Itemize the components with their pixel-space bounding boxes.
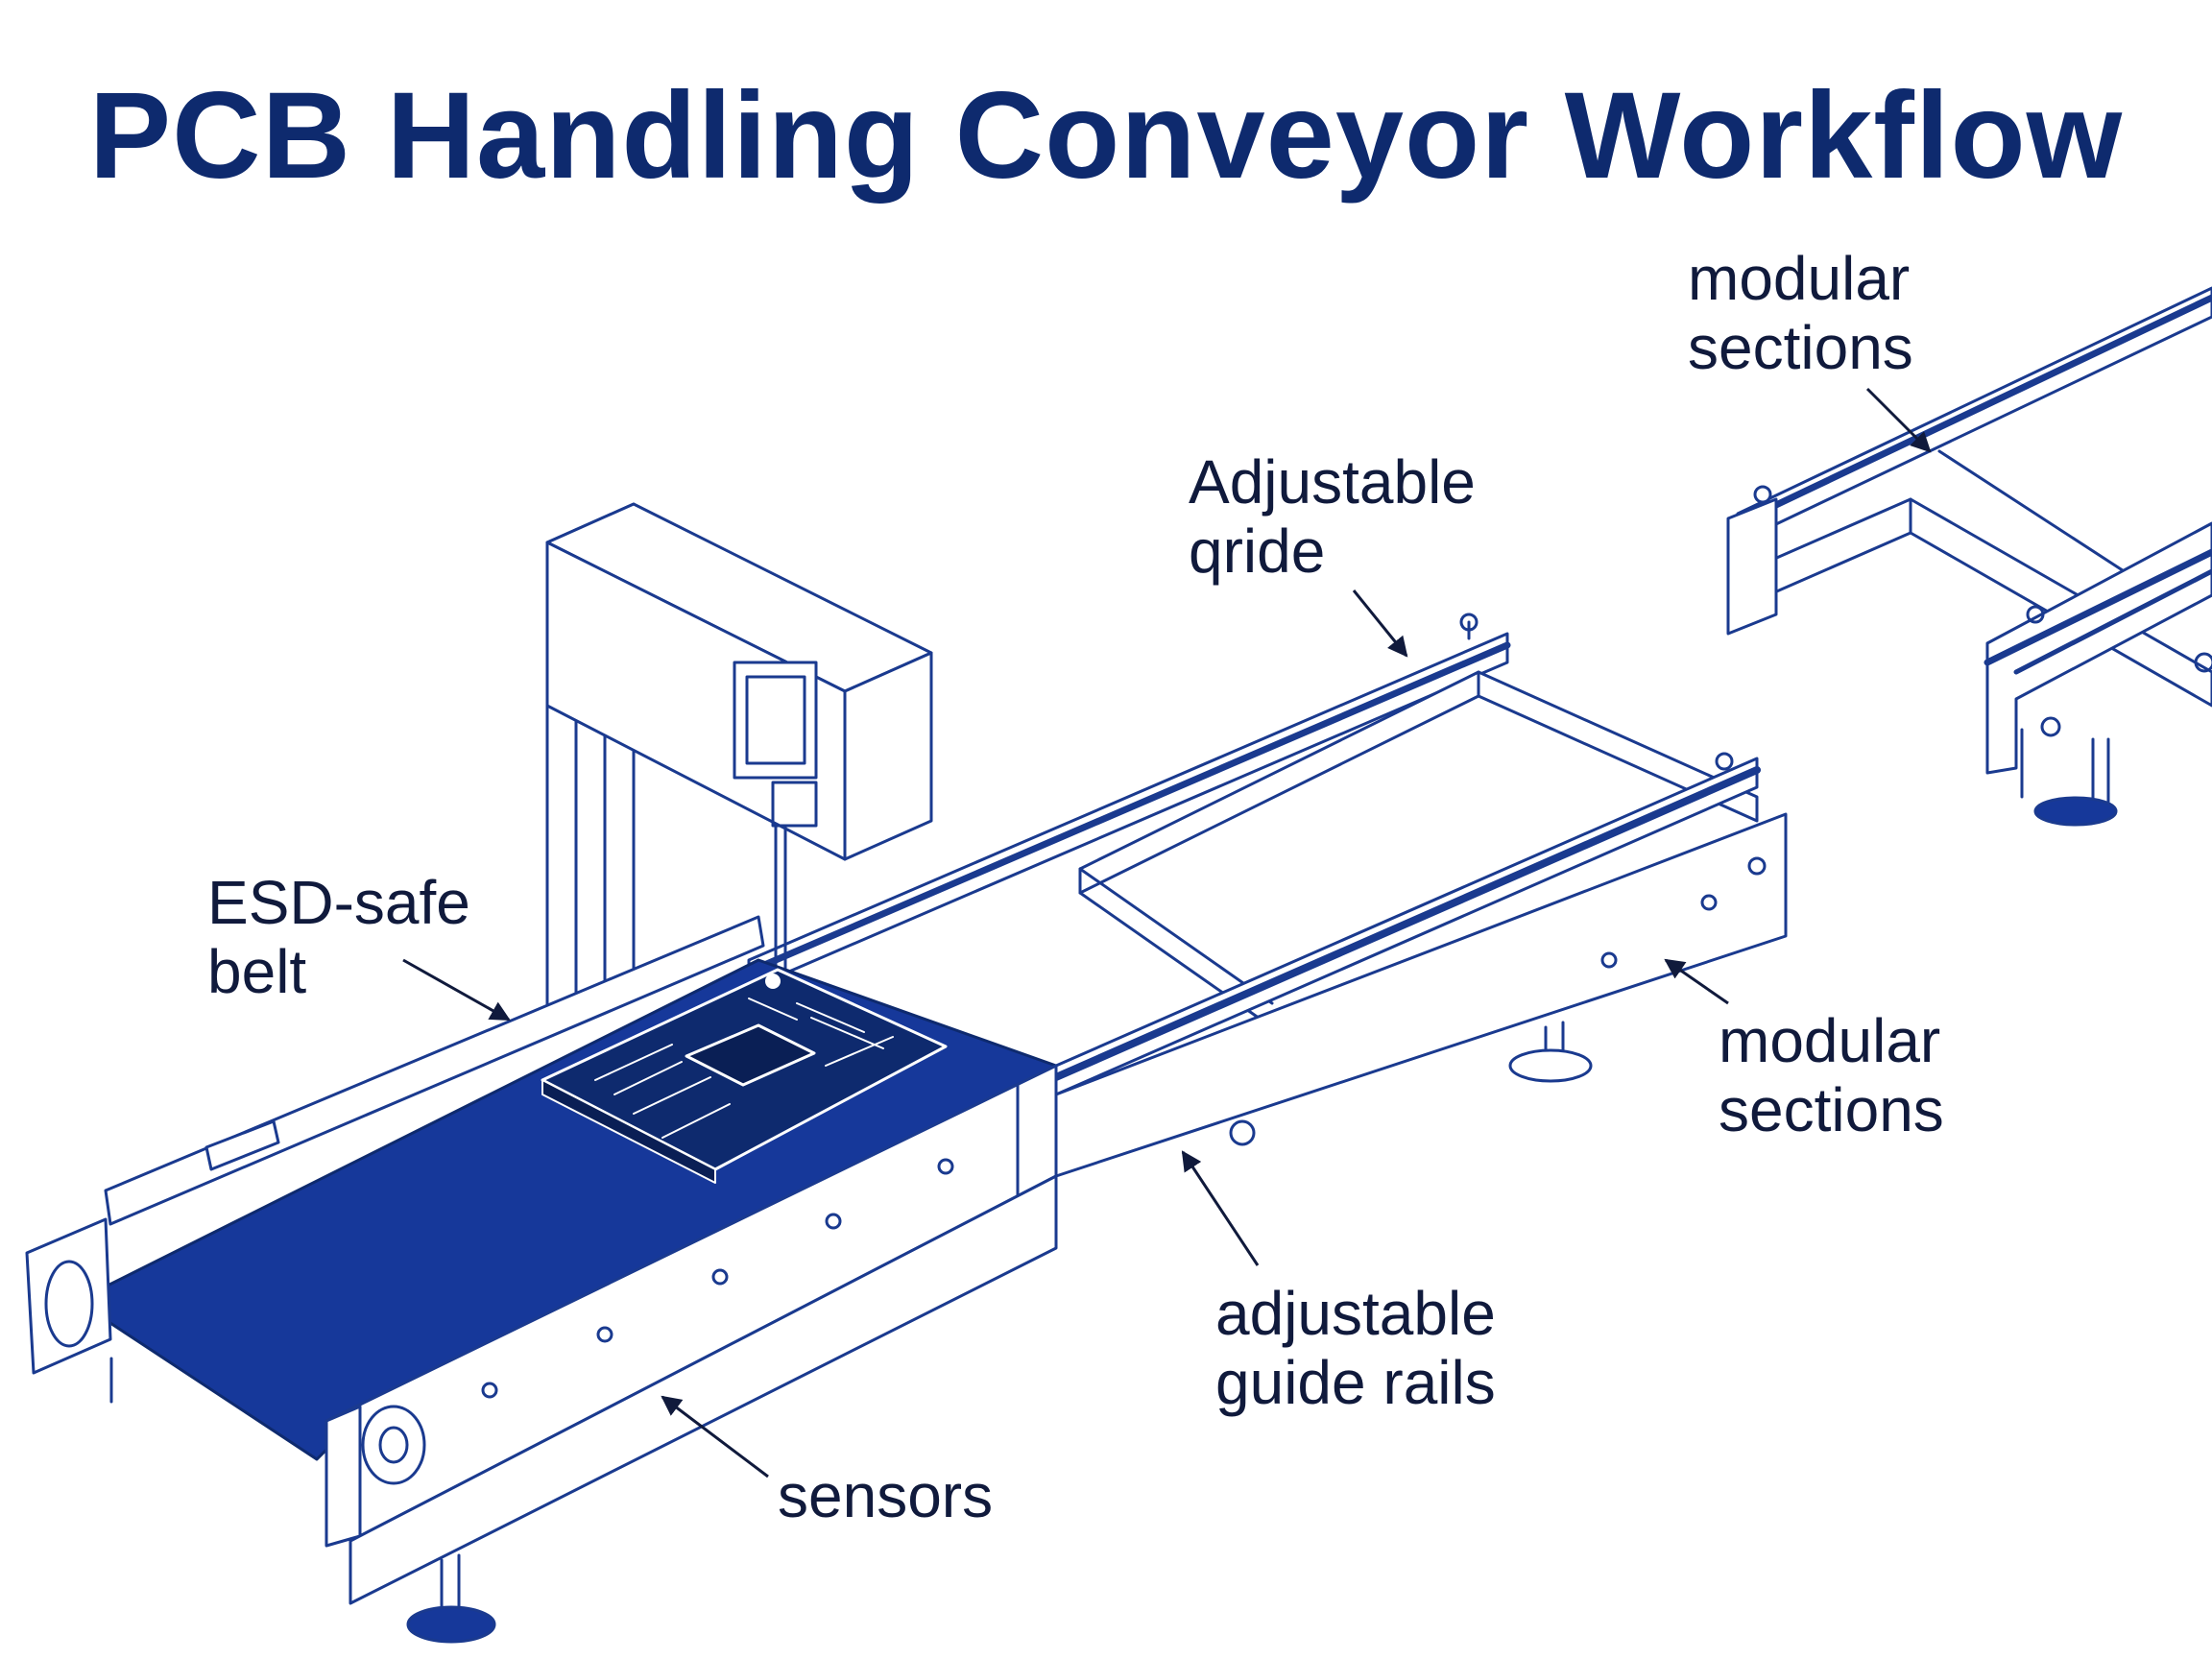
callout-adjustable-guide-rails: adjustable guide rails bbox=[1215, 1279, 1496, 1417]
callout-line: sections bbox=[1719, 1075, 1944, 1144]
callout-line: ESD-safe bbox=[207, 868, 470, 937]
callout-line: modular bbox=[1719, 1006, 1941, 1075]
callout-sensors: sensors bbox=[778, 1461, 993, 1530]
callout-line: Adjustable bbox=[1189, 447, 1476, 517]
page-title: PCB Handling Conveyor Workflow bbox=[88, 67, 2124, 204]
callout-line: modular bbox=[1688, 244, 1911, 313]
conveyor-main bbox=[25, 502, 1788, 1644]
callout-line: qride bbox=[1189, 517, 1326, 586]
callout-line: sections bbox=[1688, 313, 1913, 382]
modular-section-secondary bbox=[1726, 286, 2212, 827]
callout-modular-sections-right: modular sections bbox=[1719, 1006, 1944, 1144]
pcb-board bbox=[541, 968, 948, 1184]
callout-line: guide rails bbox=[1215, 1348, 1496, 1417]
callout-line: adjustable bbox=[1215, 1279, 1496, 1348]
callout-line: sensors bbox=[778, 1461, 994, 1530]
callout-adjustable-guide: Adjustable qride bbox=[1189, 447, 1476, 586]
callout-esd-safe-belt: ESD-safe belt bbox=[207, 868, 470, 1006]
callout-modular-sections-top: modular sections bbox=[1688, 244, 1913, 382]
callout-line: belt bbox=[207, 937, 307, 1006]
